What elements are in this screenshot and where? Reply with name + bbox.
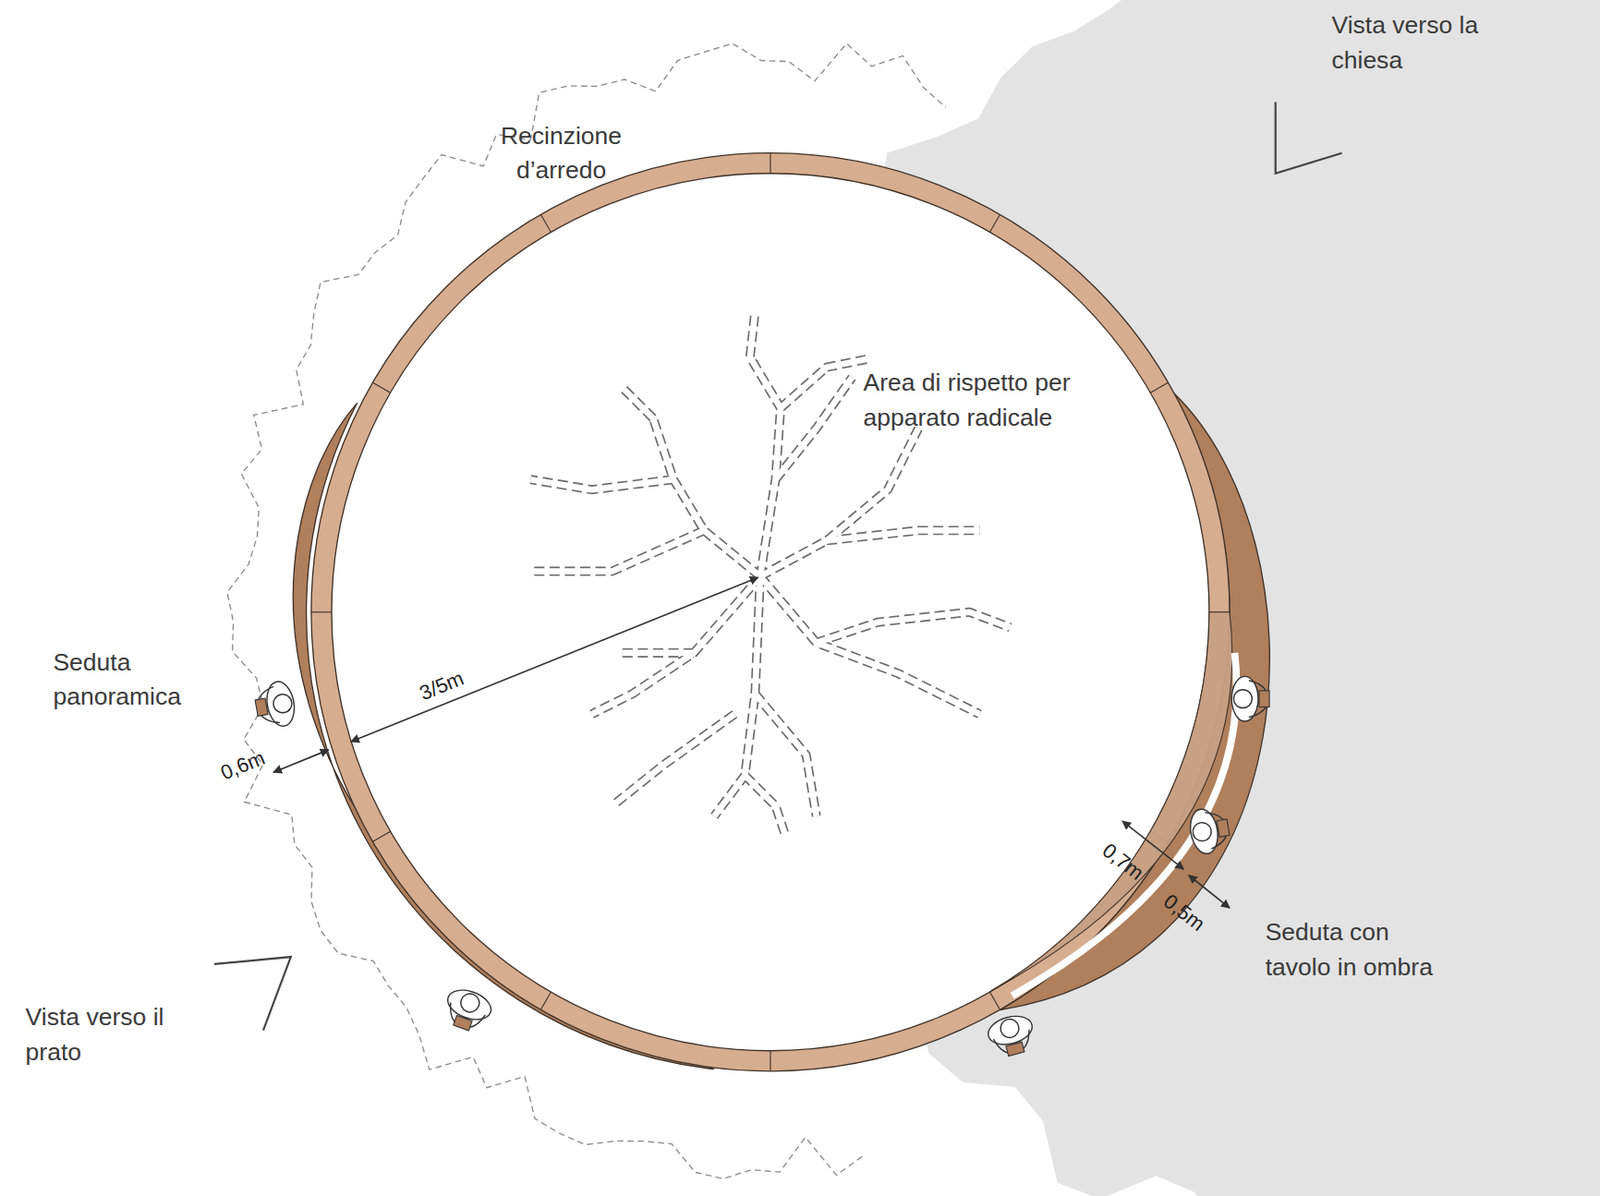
view-label: Vista verso il prato: [25, 999, 210, 1069]
bench-label: Seduta panoramica: [52, 644, 207, 715]
root-outline: [653, 418, 761, 577]
root-fill: [760, 576, 980, 715]
fence-ring: [311, 153, 1230, 1072]
root-fill: [592, 576, 761, 715]
root-outline: [592, 576, 761, 715]
view-label: Vista verso la chiesa: [1331, 8, 1536, 78]
root-outline: [775, 377, 852, 480]
root-outline: [530, 530, 704, 571]
root-fill: [760, 428, 919, 577]
root-outline: [612, 714, 736, 806]
root-fill: [750, 311, 781, 577]
root-fill: [622, 387, 654, 419]
root-outline: [622, 648, 694, 658]
root-outline: [622, 387, 654, 419]
root-fill: [530, 479, 674, 490]
root-outline: [780, 359, 868, 409]
area-label: Area di rispetto per apparato radicale: [862, 364, 1072, 435]
root-fill: [744, 775, 786, 837]
root-outline: [760, 576, 980, 715]
root-outline: [816, 612, 1011, 643]
root-fill: [622, 650, 694, 657]
seat-width-dimension: [1188, 875, 1230, 909]
root-protection-area: Area di rispetto per apparato radicale: [311, 153, 1230, 1072]
view-marker: [214, 957, 291, 1031]
view-marker: [1275, 101, 1343, 173]
dimension-label: 0,6m: [217, 746, 268, 785]
root-outline: [530, 479, 674, 490]
fence-label: Recinzione d’arredo: [479, 118, 643, 188]
bench-label: Seduta con tavolo in ombra: [1265, 915, 1460, 985]
root-fill: [816, 612, 1011, 643]
root-outline: [744, 775, 786, 837]
person: [439, 984, 496, 1036]
root-fill: [826, 530, 981, 541]
person: [1231, 676, 1270, 722]
table-gap: [1012, 653, 1237, 996]
person: [1187, 805, 1233, 857]
root-fill: [612, 714, 736, 806]
root-fill: [780, 359, 868, 409]
root-fill: [775, 377, 852, 480]
root-fill: [653, 418, 761, 577]
root-fill: [530, 530, 704, 571]
radius-dimension: [351, 577, 759, 742]
bench-width-dimension: [273, 750, 329, 773]
dimension-lines: [273, 577, 1230, 909]
shaded-table: [989, 612, 1232, 993]
person: [984, 1011, 1039, 1060]
root-outline: [760, 428, 919, 577]
root-system: [530, 311, 1010, 837]
root-outline: [826, 530, 981, 541]
people: [252, 676, 1270, 1060]
root-outline: [750, 311, 781, 577]
person: [252, 679, 298, 731]
